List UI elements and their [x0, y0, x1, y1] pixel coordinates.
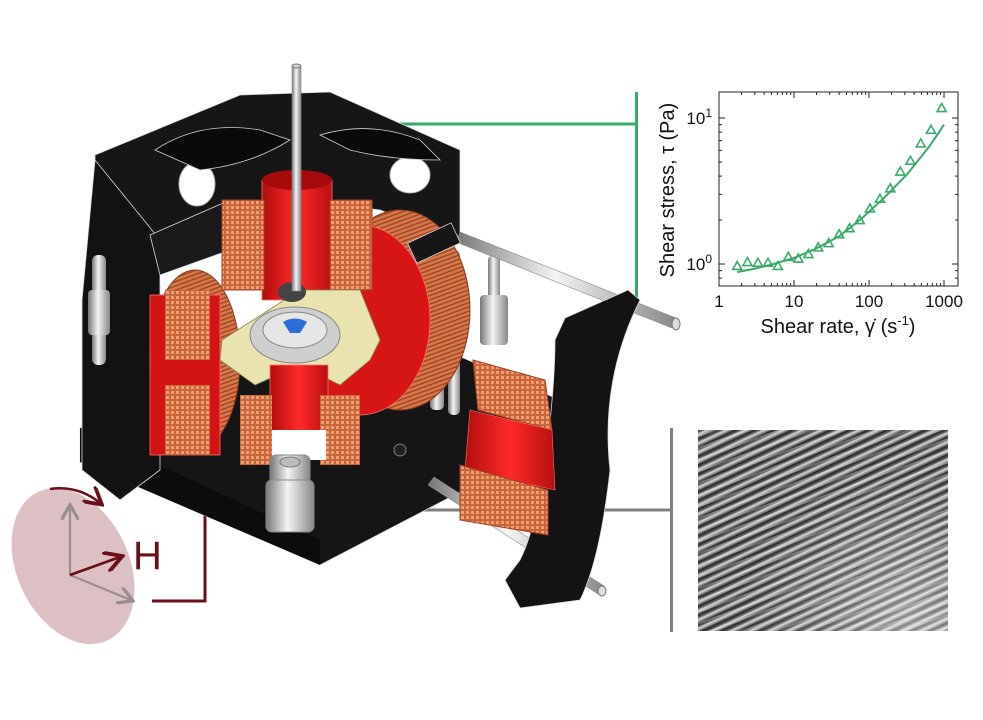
triangle-marker-icon — [935, 101, 948, 113]
plot-frame — [718, 91, 959, 287]
left-coil — [149, 269, 241, 456]
triangle-marker-icon — [762, 256, 774, 268]
x-tick-label: 1 — [714, 292, 723, 311]
triangle-marker-icon — [894, 165, 907, 176]
y-tick-label: 100 — [686, 252, 712, 274]
triangle-marker-icon — [802, 247, 815, 259]
triangle-marker-icon — [752, 256, 764, 268]
sample-blue-cone — [283, 318, 307, 333]
triangle-marker-icon — [833, 228, 846, 239]
center-pole-bottom — [240, 364, 360, 465]
fit-curve — [737, 124, 945, 274]
triangle-marker-icon — [812, 241, 825, 252]
x-tick-label: 10 — [785, 292, 804, 311]
data-markers — [731, 101, 948, 271]
x-tick-label: 100 — [855, 292, 883, 311]
triangle-marker-icon — [864, 202, 876, 213]
triangle-marker-icon — [914, 137, 927, 148]
triangle-marker-icon — [925, 123, 937, 135]
axis-right-arrow-icon — [69, 573, 131, 600]
axis-ticks — [718, 92, 958, 286]
triangle-marker-icon — [853, 213, 866, 225]
triangle-marker-icon — [822, 236, 835, 248]
x-axis-title: Shear rate, γ̇ (s-1) — [761, 313, 916, 338]
field-vector-arrow-icon — [69, 557, 120, 577]
sample-plane-ellipse — [11, 488, 135, 644]
x-tick-label: 1000 — [925, 292, 963, 311]
triangle-marker-icon — [904, 154, 917, 165]
micrograph-image — [698, 430, 948, 631]
triangle-marker-icon — [792, 252, 805, 263]
sample-holder — [219, 282, 381, 386]
microscope-objective — [265, 454, 315, 533]
triangle-marker-icon — [772, 259, 784, 271]
triangle-marker-icon — [782, 250, 795, 262]
right-coil — [459, 359, 556, 536]
rotation-arrow-icon — [49, 488, 100, 503]
triangle-marker-icon — [884, 182, 897, 193]
triangle-marker-icon — [731, 259, 744, 271]
rheometer-shaft — [291, 63, 302, 292]
triangle-marker-icon — [843, 222, 856, 233]
left-side-frame — [81, 158, 231, 501]
triangle-marker-icon — [874, 192, 886, 204]
field-label-h: H — [133, 534, 162, 578]
triangle-marker-icon — [741, 255, 754, 267]
y-axis-title: Shear stress, τ (Pa) — [657, 103, 679, 278]
y-tick-label: 101 — [686, 106, 712, 128]
